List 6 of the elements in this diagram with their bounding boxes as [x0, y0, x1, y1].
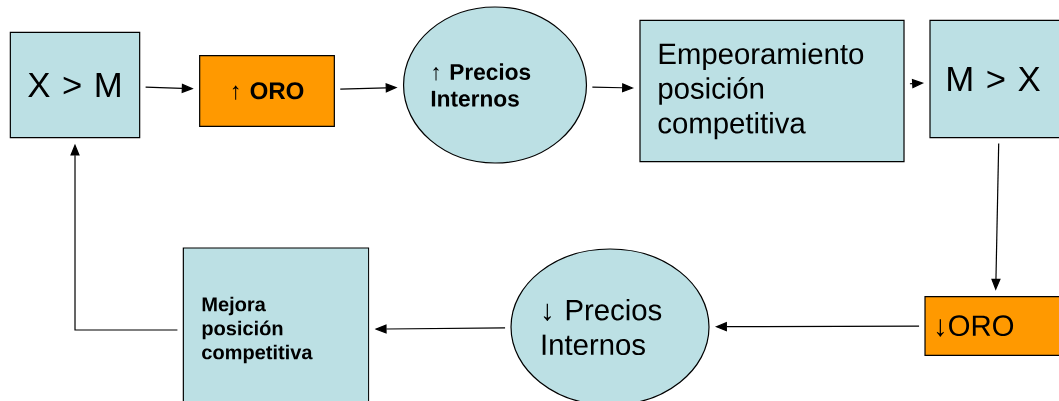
process-box: M > X	[929, 19, 1059, 139]
process-box: Empeoramiento posición competitiva	[639, 19, 905, 163]
process-box: ↓ORO	[924, 296, 1059, 356]
process-box: ↑ ORO	[199, 55, 335, 127]
process-box: X > M	[9, 31, 141, 139]
process-box: Mejora posición competitiva	[182, 247, 370, 401]
